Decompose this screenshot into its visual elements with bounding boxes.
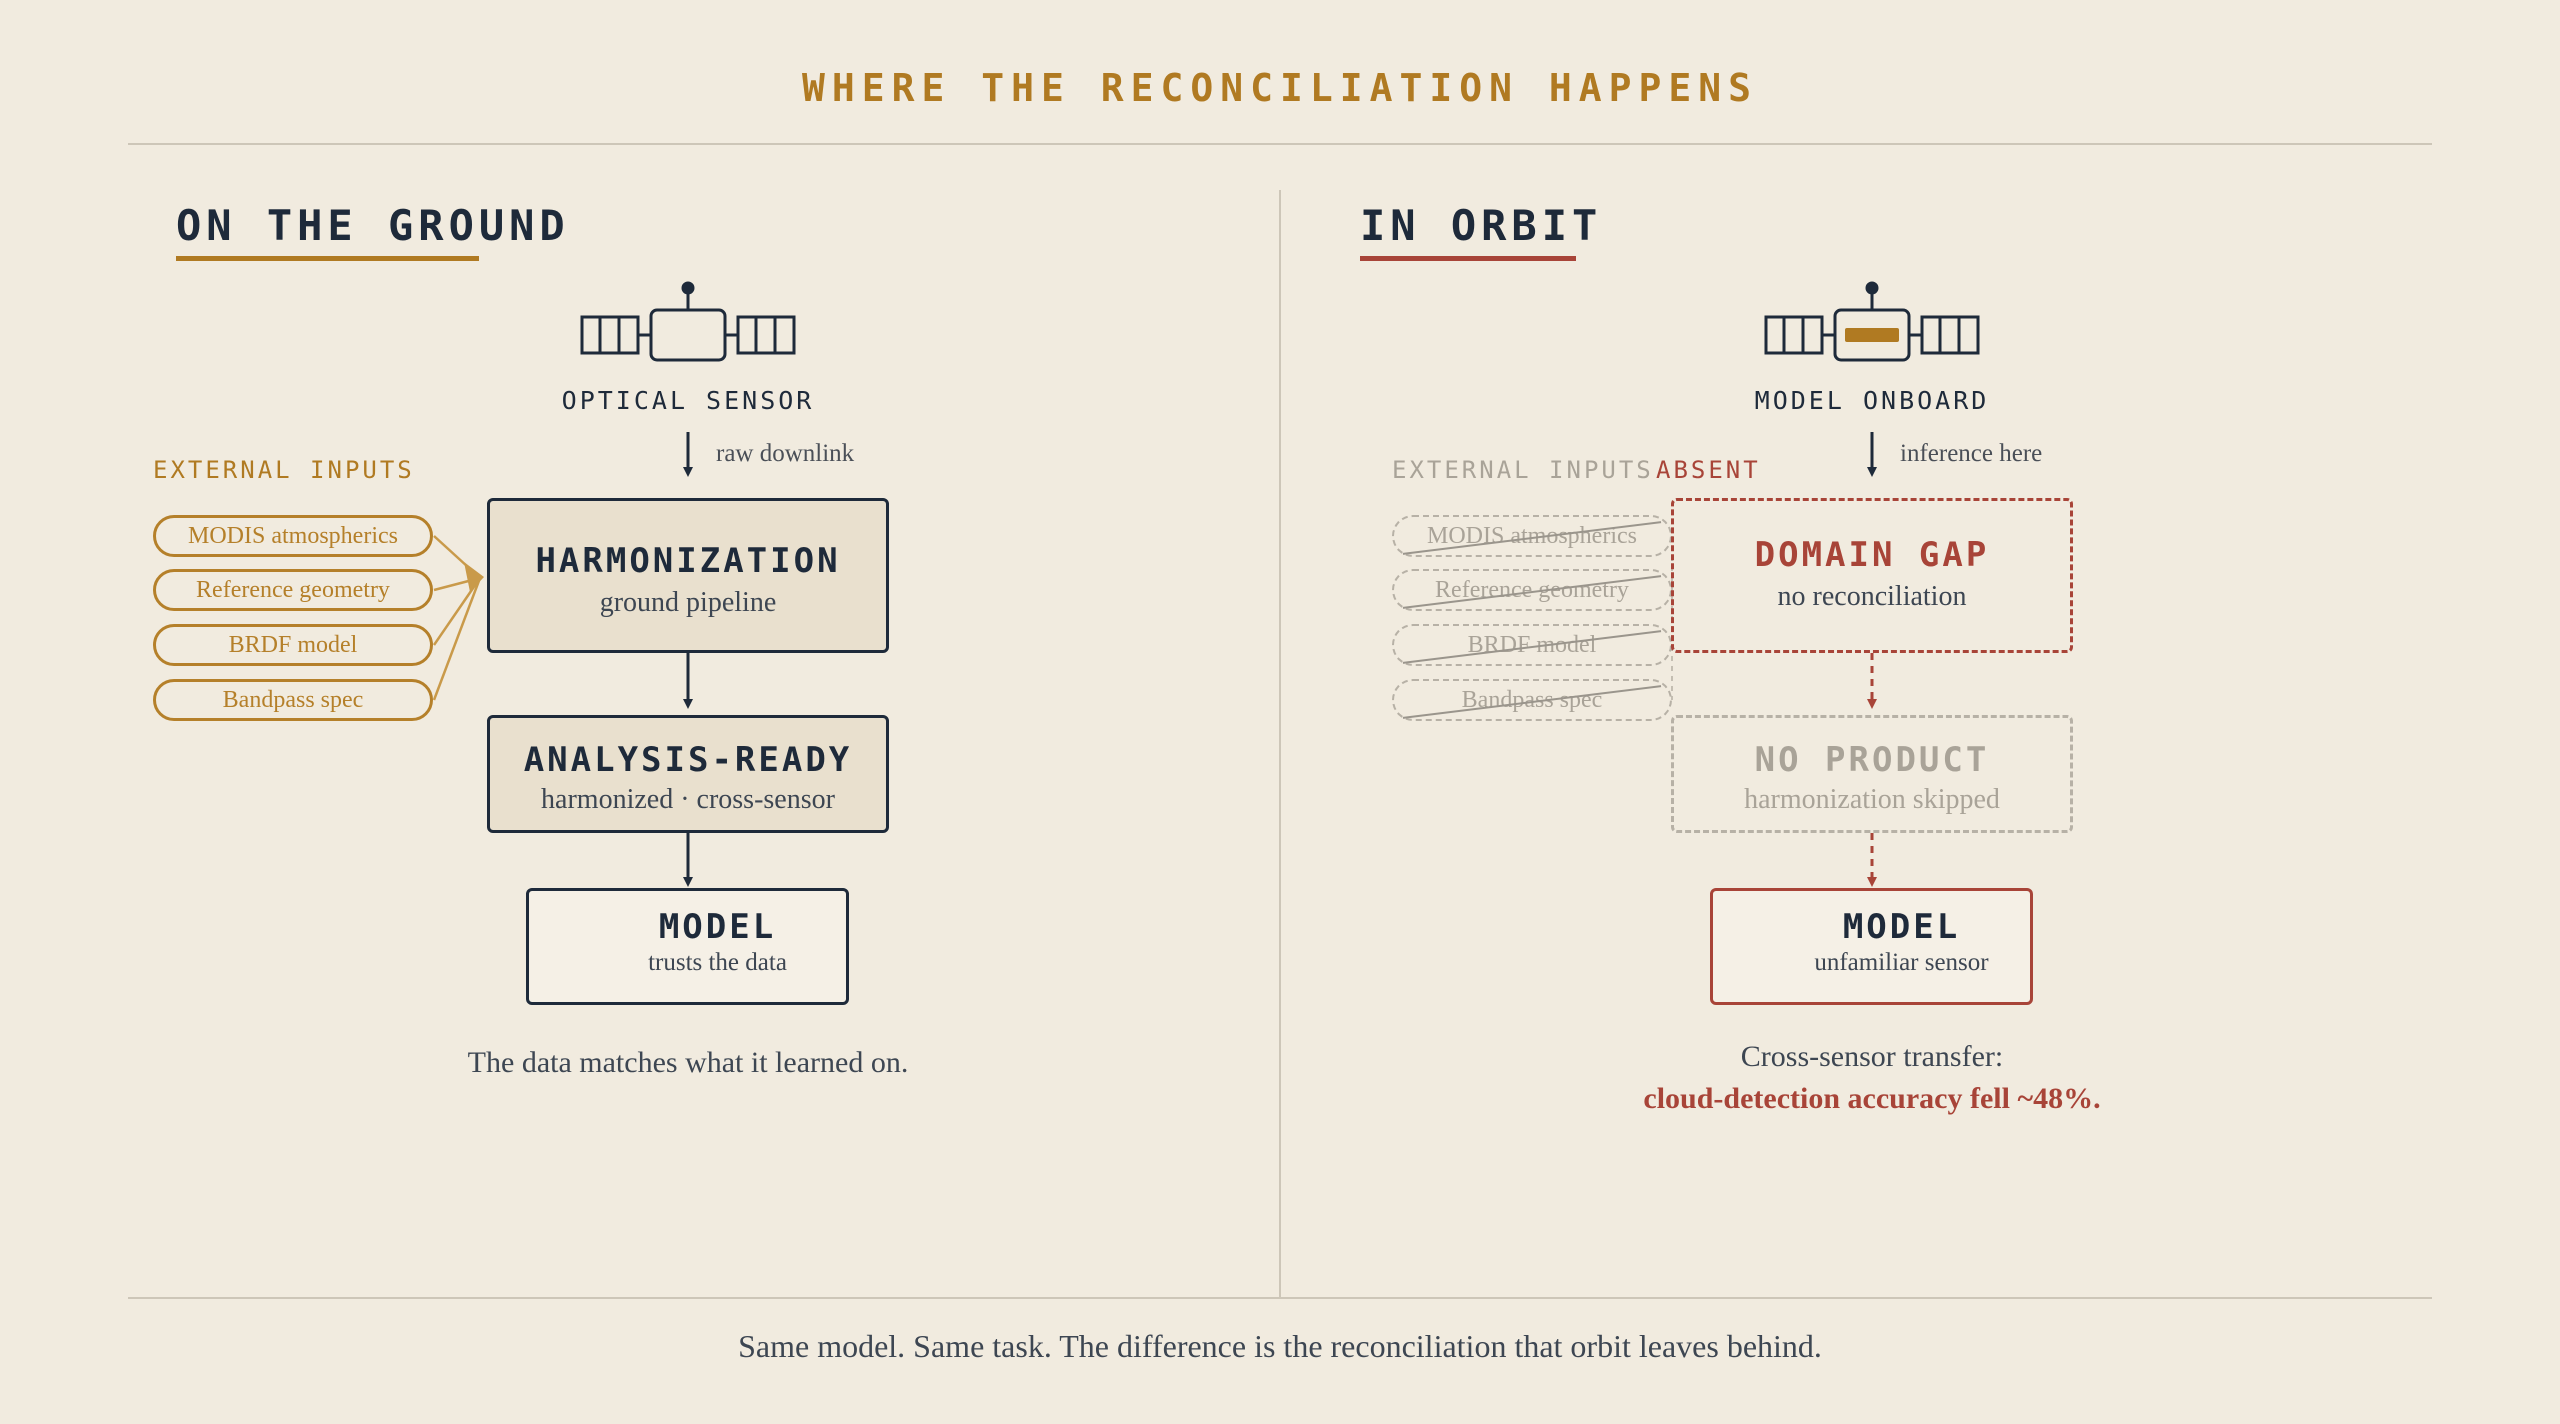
header-divider [128,143,2432,145]
ground-section-title: ON THE GROUND [176,201,570,250]
domain-gap-box: DOMAIN GAP no reconciliation [1671,498,2073,653]
orbit-section-title: IN ORBIT [1360,201,1603,250]
absent-label: ABSENT [1656,456,1761,484]
domain-gap-title: DOMAIN GAP [1754,535,1990,575]
orbit-caption-line2: cloud-detection accuracy fell ~48%. [1643,1082,2101,1115]
orbit-model-subtitle: unfamiliar sensor [1814,949,1989,976]
input-arrow-head [464,562,484,592]
orbit-caption-line1: Cross-sensor transfer: [1740,1040,2004,1073]
ground-title-underline [176,256,479,261]
inference-label: inference here [1900,440,2043,467]
orbit-title-underline [1360,256,1576,261]
orbit-model-box: MODEL unfamiliar sensor [1710,888,2033,1005]
onboard-chip-icon [1845,328,1899,342]
faded-pill-bandpass: Bandpass spec [1392,679,1672,721]
input-pill-modis: MODIS atmospherics [153,515,433,557]
faded-pill-modis: MODIS atmospherics [1392,515,1672,557]
input-pill-brdf: BRDF model [153,624,433,666]
footer-divider [128,1297,2432,1299]
ground-external-inputs-label: EXTERNAL INPUTS [153,456,415,484]
center-divider [1279,190,1281,1298]
satellite-onboard-icon [1764,281,1980,362]
analysis-ready-box: ANALYSIS-READY harmonized · cross-sensor [487,715,889,833]
input-pill-reference-geometry: Reference geometry [153,569,433,611]
no-product-title: NO PRODUCT [1754,740,1990,780]
input-pill-bandpass: Bandpass spec [153,679,433,721]
orbit-external-inputs-label: EXTERNAL INPUTS [1392,456,1654,484]
harmonization-subtitle: ground pipeline [599,587,777,618]
optical-sensor-label: OPTICAL SENSOR [561,386,815,415]
analysis-ready-subtitle: harmonized · cross-sensor [541,784,835,815]
downlink-label: raw downlink [716,440,855,467]
input-connectors [432,535,482,701]
faded-pill-reference-geometry: Reference geometry [1392,569,1672,611]
satellite-icon [580,281,796,362]
page-title: WHERE THE RECONCILIATION HAPPENS [801,66,1759,110]
footer-caption: Same model. Same task. The difference is… [738,1328,1822,1364]
analysis-ready-title: ANALYSIS-READY [523,740,853,780]
model-onboard-label: MODEL ONBOARD [1754,386,1990,415]
ground-model-subtitle: trusts the data [648,949,787,976]
ground-model-title: MODEL [658,907,777,947]
harmonization-box: HARMONIZATION ground pipeline [487,498,889,653]
faded-pill-brdf: BRDF model [1392,624,1672,666]
ground-model-box: MODEL trusts the data [526,888,849,1005]
harmonization-title: HARMONIZATION [535,541,841,581]
ground-caption: The data matches what it learned on. [467,1046,909,1079]
no-product-subtitle: harmonization skipped [1744,784,2000,815]
domain-gap-subtitle: no reconciliation [1777,581,1967,612]
no-product-box: NO PRODUCT harmonization skipped [1671,715,2073,833]
orbit-model-title: MODEL [1842,907,1961,947]
